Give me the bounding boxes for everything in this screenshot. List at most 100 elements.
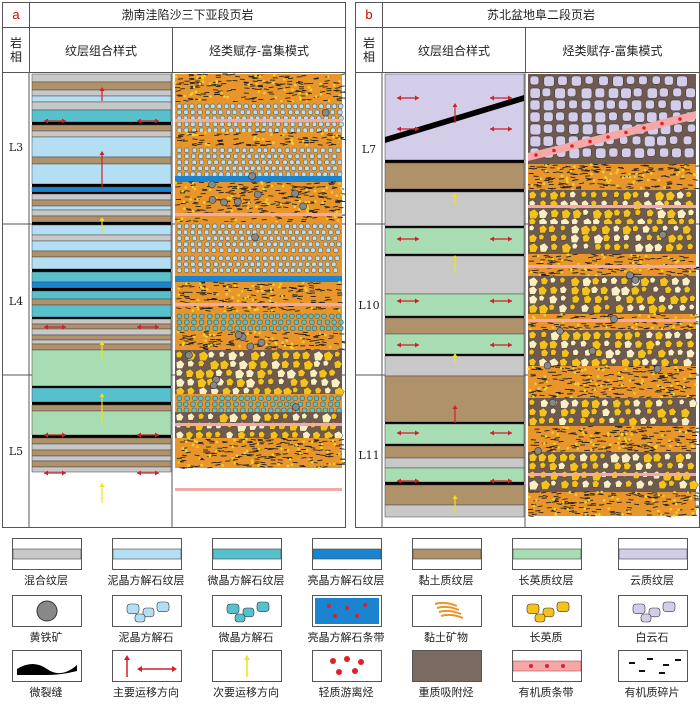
pyrite-grain — [208, 180, 216, 189]
legend-swatch-clay-mineral — [412, 595, 482, 627]
panel-a-lamina — [31, 281, 172, 289]
light-oil-dot — [642, 126, 646, 130]
panel-a-mode-header: 烃类赋存-富集模式 — [173, 28, 345, 73]
pyrite-grain — [534, 447, 542, 455]
panel-a: a 渤南洼陷沙三下亚段页岩 岩 相 纹层组合样式 烃类赋存-富集模式 L3 L4… — [2, 2, 346, 528]
light-oil-dot — [588, 139, 592, 144]
legend-label-organic-band: 有机质条带 — [518, 686, 574, 699]
panel-a-lamina — [31, 193, 172, 201]
panel-a-lamina — [31, 130, 172, 138]
panel-a-main-arrows — [44, 432, 159, 438]
legend-label-sparry: 亮晶方解石纹层 — [307, 574, 385, 587]
panel-b-lamina-header: 纹层组合样式 — [383, 28, 526, 73]
legend-swatch-organic-band — [512, 650, 582, 682]
panel-a-texture — [175, 176, 342, 182]
panel-a-lamina — [31, 73, 172, 83]
panel-a-secondary-arrow — [99, 341, 105, 359]
panel-a-main-arrows — [44, 118, 159, 124]
panel-a-texture — [175, 312, 344, 332]
light-oil-dot — [660, 121, 664, 126]
panel-b-main-arrow-up — [452, 103, 458, 123]
panel-a-main-arrow-up — [99, 151, 105, 189]
legend-swatch-micritic — [112, 538, 182, 570]
pyrite-grain — [220, 198, 228, 207]
legend-swatch-heavy-oil — [412, 650, 482, 682]
legend-label-dolomitic: 云质纹层 — [630, 574, 674, 587]
panel-a-black-lamina — [32, 386, 171, 388]
panel-a-black-lamina — [32, 192, 171, 194]
panel-a-lamina — [31, 437, 172, 445]
panel-b-diagram — [356, 72, 699, 527]
light-oil-dot — [606, 135, 610, 139]
panel-b-title: 苏北盆地阜二段页岩 — [486, 8, 595, 22]
panel-b-texture — [528, 452, 699, 492]
legend-swatch-micritic-grain — [112, 595, 182, 627]
pyrite-grain — [588, 347, 597, 355]
light-oil-dot — [552, 148, 556, 153]
panel-a-lamina — [31, 328, 172, 336]
panel-a-texture — [175, 222, 342, 254]
panel-b-lamina — [384, 333, 525, 355]
panel-a-main-arrows — [44, 324, 159, 330]
legend-label-light-oil: 轻质游离烃 — [318, 686, 374, 699]
legend-label-organic-debris: 有机质碎片 — [624, 686, 680, 699]
pyrite-grain — [257, 338, 266, 347]
legend-swatch-organic-debris — [618, 650, 688, 682]
legend-label-mixed: 混合纹层 — [24, 574, 68, 587]
pyrite-grain — [626, 271, 634, 279]
facies-label-l3: L3 — [8, 141, 24, 154]
legend-swatch-mixed — [12, 538, 82, 570]
panel-b-lamina — [384, 445, 525, 459]
legend-swatch-microcrystalline — [212, 538, 282, 570]
legend-label-microfracture: 微裂缝 — [29, 686, 63, 699]
panel-b-secondary-arrow — [452, 255, 458, 273]
pyrite-grain — [658, 230, 667, 239]
panel-a-texture — [175, 146, 343, 177]
panel-a-texture — [175, 394, 342, 413]
panel-a-header: a 渤南洼陷沙三下亚段页岩 — [3, 3, 345, 28]
panel-b-main-arrows — [397, 342, 512, 348]
panel-b-black-lamina — [385, 316, 524, 318]
legend-label-heavy-oil: 重质吸附烃 — [418, 686, 474, 699]
facies-label-l7: L7 — [361, 143, 377, 156]
panel-b-secondary-arrow — [452, 353, 458, 363]
panel-b-texture — [528, 425, 699, 454]
panel-b-texture — [528, 224, 696, 254]
panel-b-main-arrows — [397, 298, 512, 304]
panel-b-secondary-arrow — [452, 495, 458, 513]
panel-a-lamina — [31, 240, 172, 252]
panel-a-texture — [175, 350, 345, 398]
legend-swatch-dolomitic — [618, 538, 688, 570]
legend-label-pyrite: 黄铁矿 — [29, 631, 63, 644]
facies-label-l4: L4 — [8, 295, 24, 308]
legend-label-secondary-migration: 次要运移方向 — [213, 686, 279, 699]
legend-swatch-sparry-band — [312, 595, 382, 627]
legend-label-micro-grain: 微晶方解石 — [218, 631, 274, 644]
panel-b-facies-header: 岩 相 — [356, 28, 383, 73]
panel-a-diagram — [3, 72, 345, 527]
legend-label-clay: 黏土质纹层 — [418, 574, 474, 587]
panel-a-texture — [175, 276, 342, 282]
panel-a-lamina — [31, 460, 172, 468]
legend-swatch-main-migration — [112, 650, 182, 682]
pyrite-grain — [543, 361, 552, 370]
panel-a-secondary-arrow — [99, 393, 105, 423]
panel-a-lamina — [31, 256, 172, 270]
legend-swatch-dolomite — [618, 595, 688, 627]
panel-b-tag: b — [356, 3, 383, 27]
panel-b-black-lamina — [385, 226, 524, 228]
panel-b-main-arrows — [397, 430, 512, 436]
panel-a-lamina — [31, 234, 172, 242]
panel-a-texture — [175, 437, 345, 469]
panel-a-texture — [175, 130, 345, 147]
panel-b-black-lamina — [385, 482, 524, 485]
panel-b-black-lamina — [385, 160, 524, 163]
facies-label-l11: L11 — [358, 449, 380, 462]
pyrite-grain — [208, 196, 217, 204]
panel-b-mode-header: 烃类赋存-富集模式 — [526, 28, 699, 73]
panel-a-lamina — [31, 109, 172, 123]
panel-a-black-lamina — [32, 317, 171, 319]
pyrite-grain — [321, 108, 330, 117]
pyrite-grain — [291, 189, 299, 198]
legend-label-clay-mineral: 黏土矿物 — [424, 631, 468, 644]
